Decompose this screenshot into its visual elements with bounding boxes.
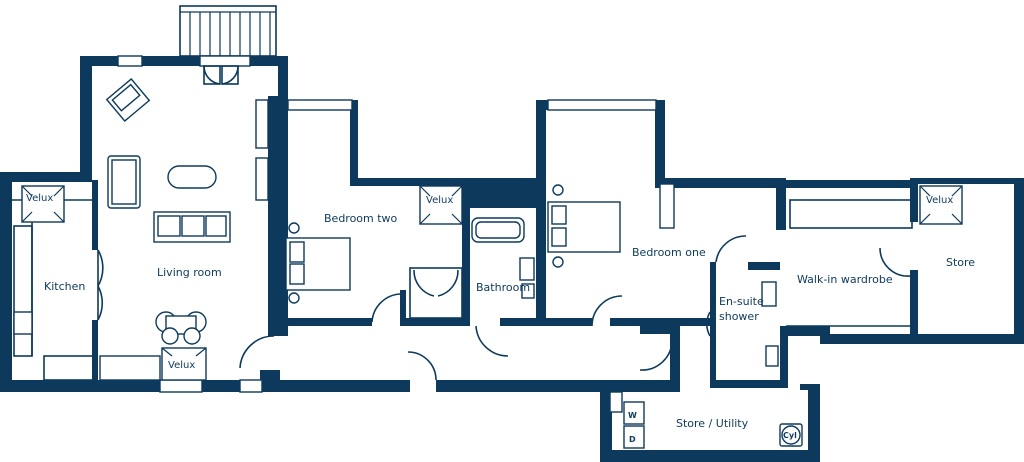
label-bedroom-one: Bedroom one: [632, 246, 706, 259]
label-store-utility: Store / Utility: [676, 417, 749, 430]
label-washer: W: [628, 411, 637, 420]
label-bedroom-two: Bedroom two: [324, 212, 398, 225]
doors: [97, 235, 911, 381]
label-velux-living: Velux: [168, 360, 195, 371]
label-velux-store: Velux: [926, 195, 953, 206]
windows: [117, 55, 675, 413]
label-velux-kitchen: Velux: [26, 193, 53, 204]
label-walk-in-wardrobe: Walk-in wardrobe: [797, 273, 893, 286]
label-ensuite-line2: shower: [719, 310, 759, 323]
room-labels: Living room Kitchen Bedroom two Bathroom…: [44, 212, 975, 430]
label-bathroom: Bathroom: [476, 281, 530, 294]
label-kitchen: Kitchen: [44, 280, 85, 293]
label-cylinder: Cyl: [783, 431, 797, 440]
appliance-labels: W D Cyl: [628, 411, 797, 444]
label-dryer: D: [629, 435, 636, 444]
balcony: [179, 5, 277, 57]
walls: [0, 56, 1024, 462]
balcony-doors: [203, 65, 239, 85]
label-store: Store: [946, 256, 975, 269]
label-ensuite-line1: En-suite: [719, 295, 764, 308]
furniture: [13, 78, 803, 449]
label-velux-bedroom-two: Velux: [426, 195, 453, 206]
label-living-room: Living room: [157, 266, 222, 279]
velux-skylights: [21, 185, 963, 381]
wardrobe-bedroom-two: [409, 267, 463, 319]
velux-labels: Velux Velux Velux Velux: [26, 193, 953, 371]
